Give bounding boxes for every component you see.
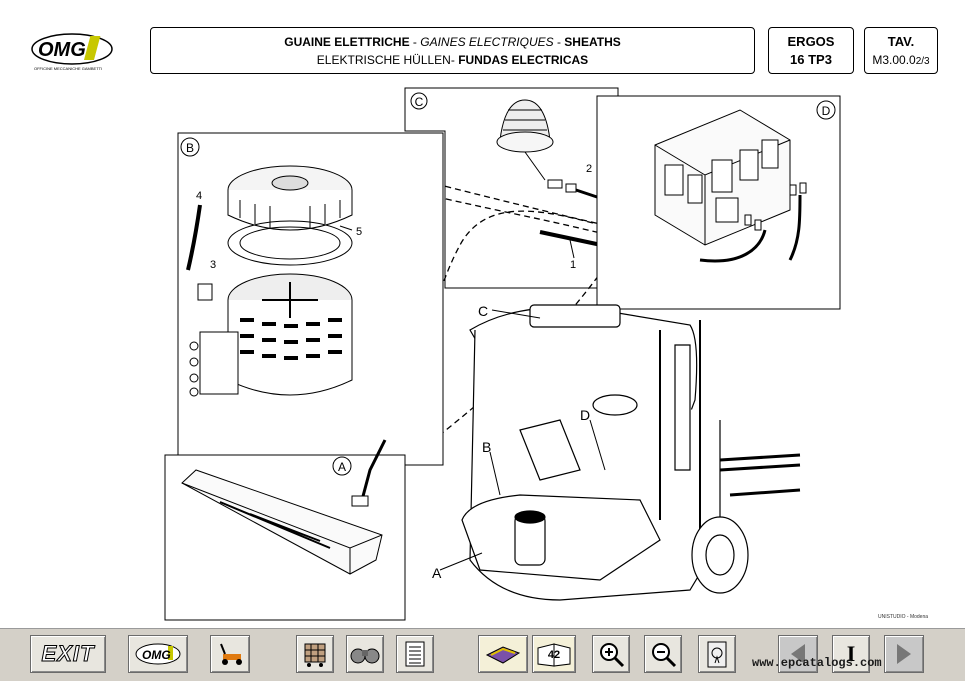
title-sep-2: -	[553, 35, 565, 49]
arrow-left-icon	[791, 644, 805, 664]
catalog-book-button[interactable]	[478, 635, 528, 673]
model-name: ERGOS	[787, 34, 835, 49]
zoom-in-button[interactable]	[592, 635, 630, 673]
detail-panel-d: D	[596, 95, 841, 310]
panel-c-label: C	[415, 95, 424, 109]
binoculars-icon	[350, 648, 380, 664]
panel-b-label: B	[186, 141, 194, 155]
part-3-label: 3	[210, 259, 216, 271]
svg-text:OMG: OMG	[142, 648, 171, 662]
studio-credit: UNISTUDIO - Modena	[878, 614, 929, 620]
document-list-button[interactable]	[396, 635, 434, 673]
omg-logo: OMG OFFICINE MECCANICHE GAMBETTI	[28, 30, 116, 72]
search-binoculars-button[interactable]	[346, 635, 384, 673]
next-page-button[interactable]	[884, 635, 924, 673]
zoom-in-icon	[600, 643, 625, 668]
model-code-box: ERGOS 16 TP3	[768, 27, 854, 74]
cart-icon	[304, 643, 326, 667]
callout-a: A	[432, 565, 442, 581]
home-logo-button[interactable]: OMG	[128, 635, 188, 673]
callout-b: B	[482, 439, 491, 455]
table-page: 2/3	[915, 56, 930, 67]
panel-a-label: A	[338, 460, 346, 474]
title-italian: GUAINE ELETTRICHE	[284, 35, 410, 49]
previous-page-button[interactable]	[778, 635, 818, 673]
title-spanish: FUNDAS ELECTRICAS	[458, 53, 589, 67]
parts-list-button[interactable]	[296, 635, 334, 673]
print-button[interactable]	[698, 635, 736, 673]
document-icon	[405, 641, 425, 667]
pallet-truck-button[interactable]	[210, 635, 250, 673]
part-4-label: 4	[196, 190, 202, 202]
detail-panel-b: B 4 3 5	[177, 132, 444, 466]
page-number: 42	[548, 649, 560, 661]
clipboard-icon	[707, 641, 727, 668]
detail-panel-a: A	[164, 439, 406, 621]
exploded-parts-drawing: C 2 1 D	[164, 87, 841, 621]
bottom-toolbar: EXIT OMG 42 I	[0, 628, 965, 681]
logo-text: OMG	[38, 39, 86, 61]
title-german: ELEKTRISCHE HÜLLEN	[316, 53, 451, 67]
exit-label: EXIT	[41, 641, 95, 667]
info-button[interactable]: I	[832, 635, 870, 673]
arrow-right-icon	[897, 644, 911, 664]
forklift-illustration	[439, 304, 801, 601]
logo-tagline: OFFICINE MECCANICHE GAMBETTI	[34, 66, 102, 71]
title-french: GAINES ELECTRIQUES	[420, 35, 554, 49]
panel-d-label: D	[822, 104, 831, 118]
open-book-icon: 42	[537, 643, 571, 667]
book-icon	[485, 646, 521, 664]
website-watermark: www.epcatalogs.com	[752, 656, 882, 670]
callout-d: D	[580, 407, 590, 423]
detail-panel-c: C 2 1	[404, 87, 619, 289]
title-sep-1: -	[409, 35, 421, 49]
table-ref-box: TAV. M3.00.02/3	[864, 27, 938, 74]
model-variant: 16 TP3	[790, 52, 832, 67]
table-ref: M3.00.0	[872, 53, 916, 67]
zoom-out-button[interactable]	[644, 635, 682, 673]
pallet-truck-icon	[220, 643, 242, 665]
page-number-button[interactable]: 42	[532, 635, 576, 673]
part-5-label: 5	[356, 226, 362, 238]
info-icon: I	[846, 641, 856, 666]
zoom-out-icon	[652, 643, 677, 668]
omg-logo-icon: OMG	[135, 643, 181, 665]
part-2-label: 2	[586, 163, 592, 175]
table-label: TAV.	[887, 34, 915, 49]
part-1-label: 1	[570, 259, 576, 271]
callout-c: C	[478, 303, 488, 319]
page-title: GUAINE ELETTRICHE - GAINES ELECTRIQUES -…	[150, 27, 755, 74]
title-sep-3: -	[450, 53, 459, 67]
title-english: SHEATHS	[564, 35, 621, 49]
exit-button[interactable]: EXIT	[30, 635, 106, 673]
